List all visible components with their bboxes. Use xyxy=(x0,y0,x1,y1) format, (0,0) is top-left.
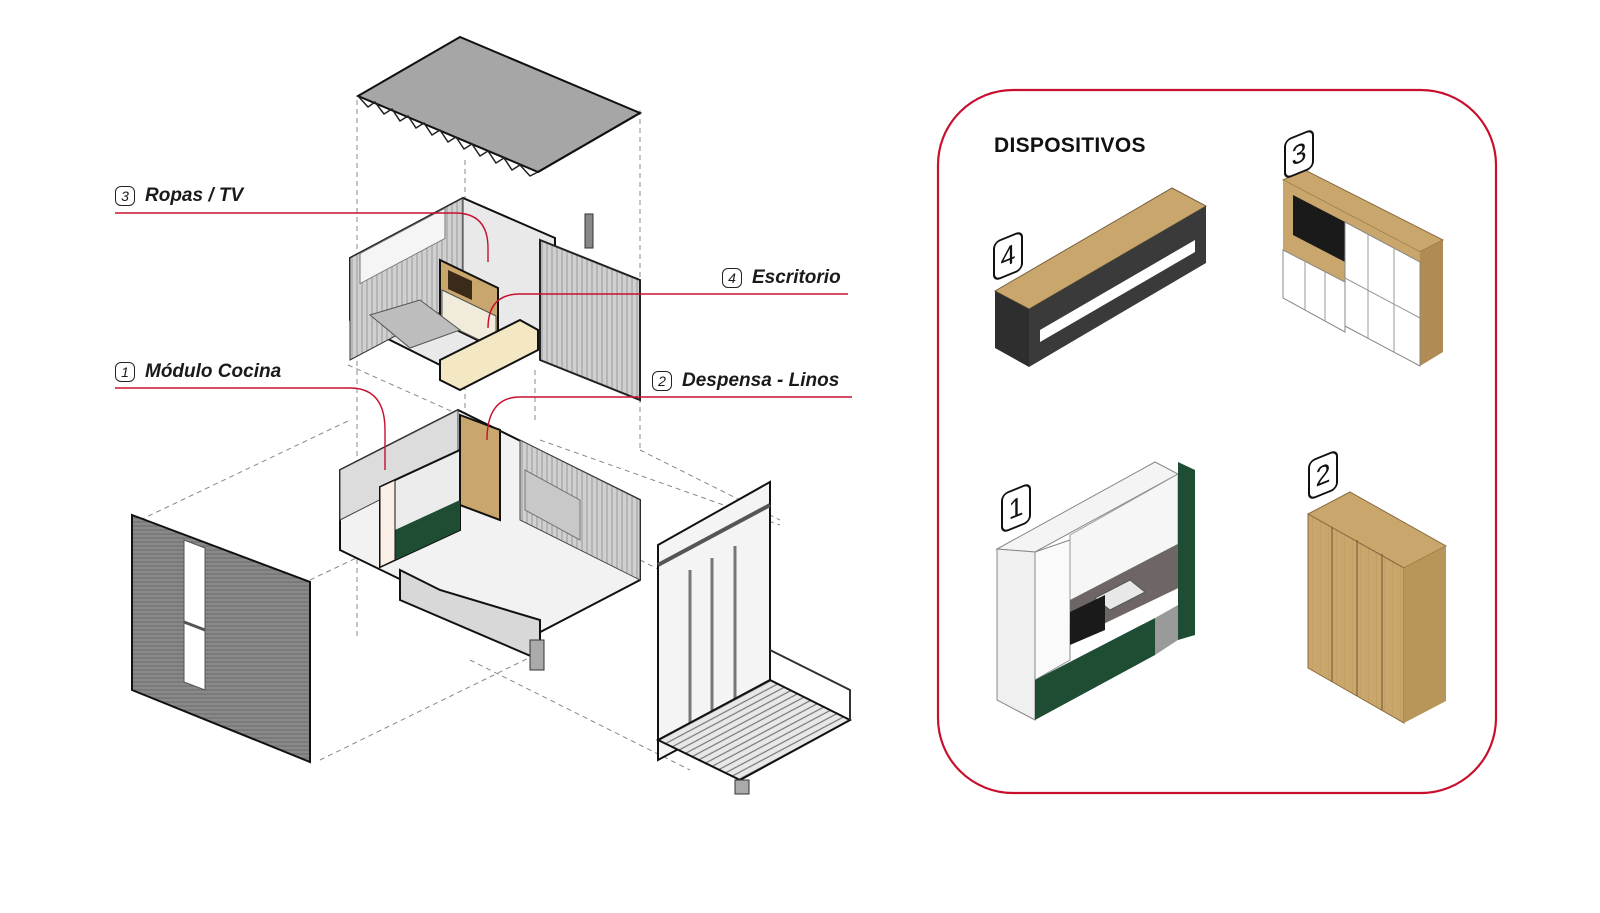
lower-floor-module xyxy=(339,408,641,671)
panel-title: DISPOSITIVOS xyxy=(994,134,1146,157)
callout-number: 3 xyxy=(115,186,135,206)
left-facade-panel xyxy=(131,513,311,764)
callout-ropas-tv: 3 Ropas / TV xyxy=(115,185,243,207)
roof-panel xyxy=(355,35,643,177)
right-balcony-panel xyxy=(655,480,853,795)
dispositivos-panel-border xyxy=(936,88,1498,795)
callout-number: 4 xyxy=(722,268,742,288)
callout-number: 1 xyxy=(115,362,135,382)
callout-modulo-cocina: 1 Módulo Cocina xyxy=(115,361,281,383)
device-modulo-cocina xyxy=(995,461,1195,721)
callout-label: Escritorio xyxy=(752,267,841,288)
callout-despensa-linos: 2 Despensa - Linos xyxy=(652,370,839,392)
device-ropas-tv xyxy=(1281,169,1445,367)
callout-escritorio: 4 Escritorio xyxy=(722,267,841,289)
device-escritorio xyxy=(993,187,1208,367)
callout-leaders xyxy=(115,212,852,470)
callout-number: 2 xyxy=(652,371,672,391)
callout-label: Ropas / TV xyxy=(145,185,244,206)
callout-label: Módulo Cocina xyxy=(145,361,282,382)
device-despensa-linos xyxy=(1306,491,1448,724)
callout-label: Despensa - Linos xyxy=(682,370,840,391)
upper-floor-module xyxy=(349,196,641,402)
